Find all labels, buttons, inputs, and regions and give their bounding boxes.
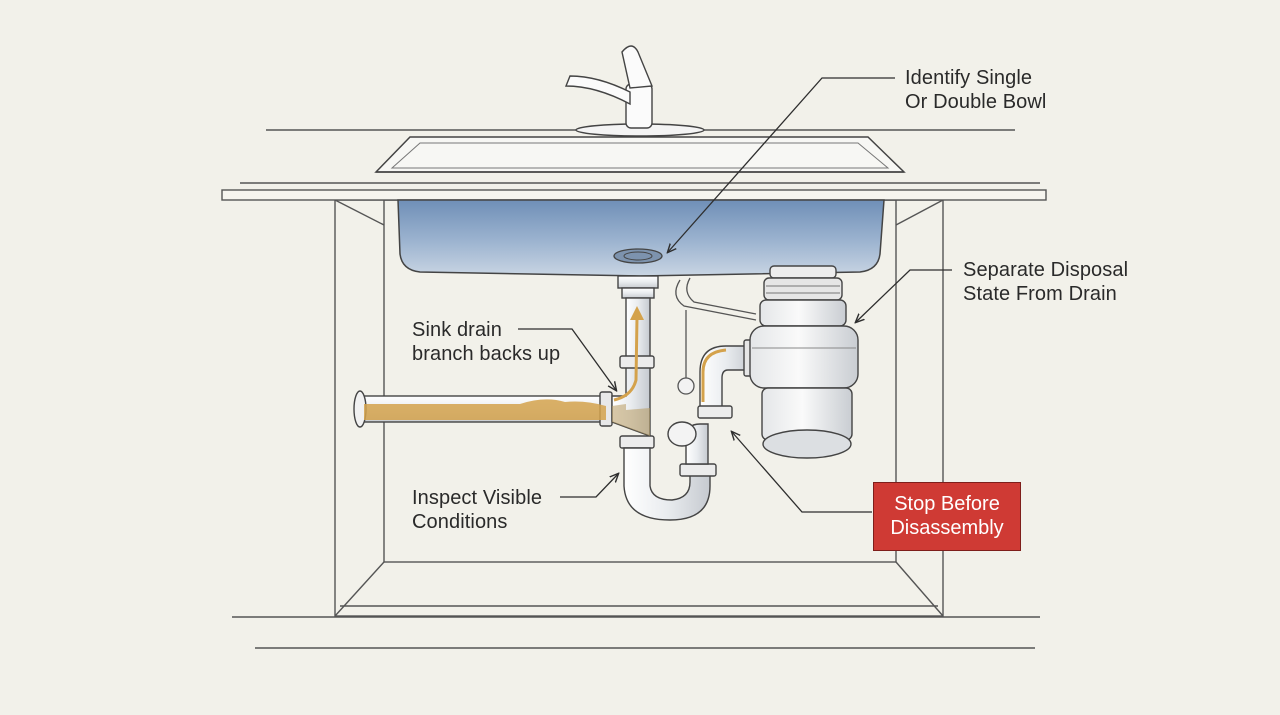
warning-stop-disassembly: Stop Before Disassembly xyxy=(873,482,1021,551)
label-sink-drain-branch: Sink drain branch backs up xyxy=(412,319,561,365)
label-inspect-conditions: Inspect Visible Conditions xyxy=(412,487,543,533)
garbage-disposal xyxy=(749,265,859,459)
dishwasher-hose xyxy=(675,277,757,395)
p-trap xyxy=(623,421,717,521)
backup-flow-arrow xyxy=(613,306,644,402)
sink-basin xyxy=(374,136,906,277)
backed-up-water xyxy=(364,399,606,420)
disposal-outlet xyxy=(697,339,755,419)
label-separate-disposal: Separate Disposal State From Drain xyxy=(963,259,1129,305)
label-identify-bowl: Identify Single Or Double Bowl xyxy=(905,67,1047,113)
water-in-tee xyxy=(612,404,650,436)
leader-lines xyxy=(518,77,952,513)
faucet xyxy=(564,45,705,137)
drain-branch xyxy=(353,355,655,449)
